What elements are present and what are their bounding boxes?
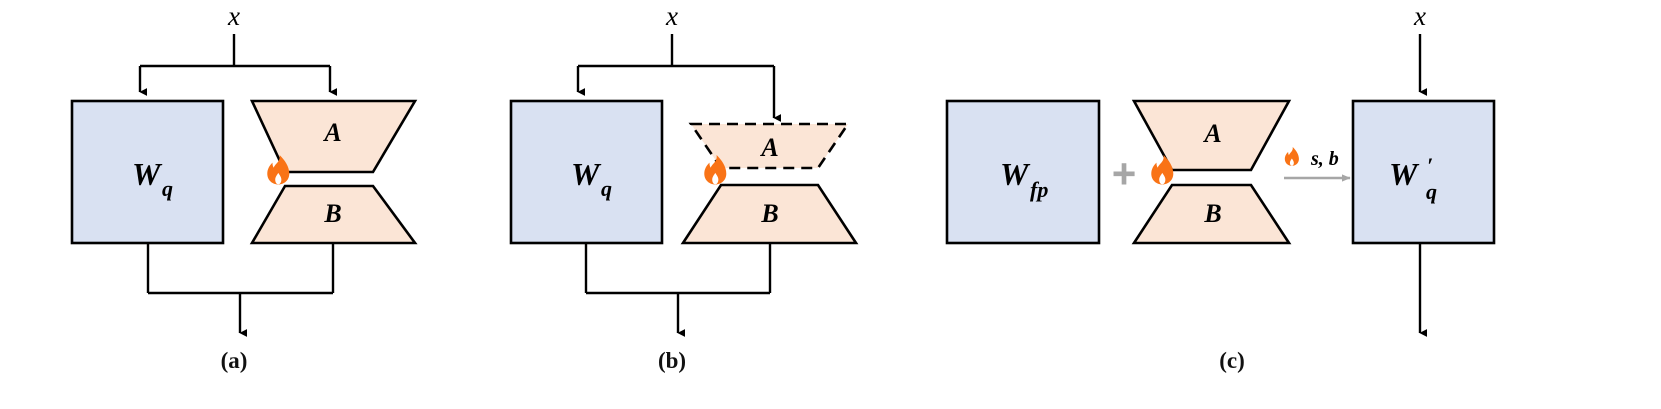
panel-a-svg: x W q A B bbox=[70, 1, 418, 373]
input-label-c: x bbox=[1413, 1, 1426, 31]
adapter-c-bottom-trapezoid bbox=[1131, 183, 1292, 245]
weight-box-wfp-label: W bbox=[1000, 156, 1031, 192]
adapter-a-top-label: A bbox=[322, 118, 341, 147]
panel-c: W fp + A B s, b x bbox=[940, 0, 1661, 409]
caption-a: (a) bbox=[221, 348, 248, 373]
adapter-b-bottom-label: B bbox=[760, 199, 778, 228]
weight-box-wq-b-label: W bbox=[571, 156, 602, 192]
weight-box-wfp bbox=[945, 99, 1101, 245]
weight-box-wq-b-subscript: q bbox=[601, 176, 612, 201]
merge-label-sb: s, b bbox=[1310, 148, 1339, 170]
flame-icon bbox=[704, 155, 727, 185]
weight-box-wq-prime-mark: ′ bbox=[1427, 153, 1433, 178]
input-label-a: x bbox=[227, 1, 240, 31]
weight-box-wq-prime-label: W bbox=[1389, 156, 1420, 192]
panel-c-svg: W fp + A B s, b x bbox=[945, 1, 1496, 373]
panel-a: x W q A B bbox=[0, 0, 500, 409]
weight-box-wq-a-label: W bbox=[132, 156, 163, 192]
caption-b: (b) bbox=[658, 348, 686, 373]
flame-icon bbox=[267, 155, 290, 185]
adapter-c-bottom-label: B bbox=[1203, 199, 1221, 228]
weight-box-wfp-subscript: fp bbox=[1030, 177, 1048, 202]
adapter-a-bottom-label: B bbox=[323, 199, 341, 228]
weight-box-wq-a-subscript: q bbox=[162, 176, 173, 201]
adapter-c-top-trapezoid bbox=[1131, 99, 1292, 172]
input-label-b: x bbox=[665, 1, 678, 31]
caption-c: (c) bbox=[1219, 348, 1245, 373]
weight-box-wq-prime-subscript: q bbox=[1426, 179, 1437, 204]
plus-sign: + bbox=[1112, 150, 1137, 197]
weight-box-wq-a bbox=[70, 99, 225, 245]
adapter-c-top-label: A bbox=[1202, 119, 1221, 148]
panel-b: x W q A B (b) bbox=[500, 0, 940, 409]
weight-box-wq-prime bbox=[1351, 99, 1496, 245]
flame-icon bbox=[1151, 155, 1174, 185]
adapter-b-top-label: A bbox=[759, 133, 778, 162]
panel-b-svg: x W q A B (b) bbox=[509, 1, 859, 373]
adapter-b-top-trapezoid bbox=[688, 122, 851, 170]
adapter-a-top-trapezoid bbox=[249, 99, 418, 174]
adapter-a-bottom-trapezoid bbox=[249, 184, 418, 245]
adapter-b-bottom-trapezoid bbox=[680, 183, 859, 245]
flame-icon bbox=[1284, 147, 1299, 166]
